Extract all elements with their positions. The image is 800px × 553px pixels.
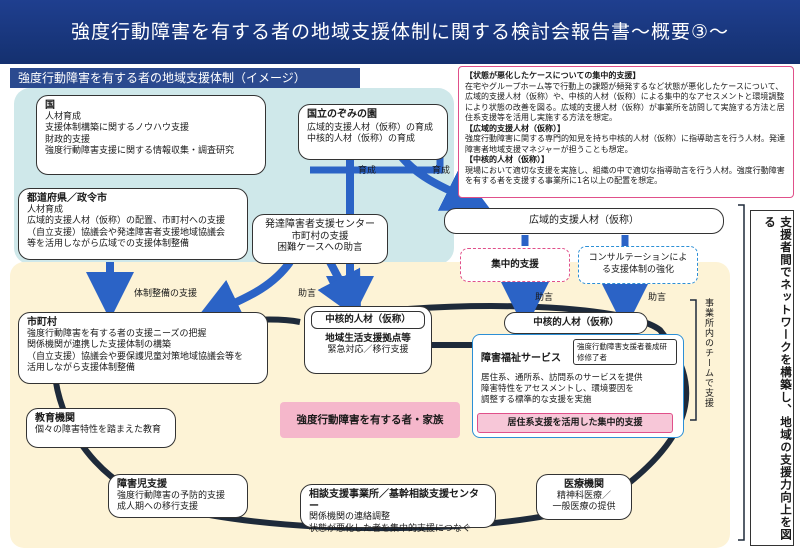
arrow-ddcenter-to-municipality	[193, 259, 294, 324]
education-line: 個々の障害特性を踏まえた教育	[35, 424, 162, 435]
info-heading: 【広域的支援人材（仮称）】	[465, 123, 565, 133]
intensive-label: 集中的支援	[491, 259, 539, 270]
medical-title: 医療機関	[564, 479, 604, 490]
municipality-line: （自立支援）協議会や要保護児童対策地域協議会等を	[27, 351, 244, 362]
welfare-box: 障害福祉サービス 強度行動障害支援者養成研修修了者 居住系、通所系、訪問系のサー…	[472, 334, 684, 438]
national-line: 人材育成	[45, 111, 82, 122]
municipality-line: 活用しながら支援体制整備	[27, 363, 136, 373]
info-heading: 【中核的人材（仮称）】	[465, 155, 549, 164]
jogen-label: 助言	[535, 293, 554, 303]
section-title: 強度行動障害を有する者の地域支援体制（イメージ）	[10, 68, 360, 88]
page-title: 強度行動障害を有する者の地域支援体制に関する検討会報告書～概要③～	[70, 21, 730, 43]
consultation-line: 状態が悪化した者を集中的支援につなぐ	[309, 523, 472, 534]
info-box: 【状態が悪化したケースについての集中的支援】 在宅やグループホーム等で行動上の課…	[458, 66, 794, 198]
dd-center-box: 発達障害者支援センター 市町村の支援 困難ケースへの助言	[252, 214, 388, 264]
core-center-label: 中核的人材（仮称）	[325, 314, 411, 325]
national-line: 強度行動障害支援に関する情報収集・調査研究	[45, 146, 235, 156]
child-title: 障害児支援	[117, 479, 167, 490]
info-paragraph: 強度行動障害に関する専門的知見を持ち中核的人材（仮称）に指導助言を行う人材。発達…	[465, 134, 785, 154]
team-label: 事業所内のチームで支援	[703, 298, 713, 408]
hub-group: 中核的人材（仮称） 地域生活支援拠点等 緊急対応／移行支援	[304, 306, 432, 374]
national-title: 国	[45, 100, 55, 111]
trainer-label: 強度行動障害支援者養成研修修了者	[577, 342, 667, 362]
prefecture-box: 都道府県／政令市 人材育成 広域的支援人材（仮称）の配置、市町村への支援 （自立…	[18, 188, 248, 260]
national-line: 支援体制構築に関するノウハウ支援	[45, 123, 190, 133]
team-bracket	[690, 299, 697, 421]
network-label-box	[750, 210, 794, 546]
taisei-label: 体制整備の支援	[134, 289, 198, 299]
wide-area-label: 広域的支援人材（仮称）	[529, 215, 639, 226]
municipality-title: 市町村	[27, 317, 57, 328]
ikusei-label: 育成	[358, 166, 377, 176]
welfare-lines: 居住系、通所系、訪問系のサービスを提供 障害特性をアセスメントし、環境要因を 調…	[481, 373, 643, 406]
core-center-box: 中核的人材（仮称）	[311, 311, 425, 329]
welfare-title: 障害福祉サービス	[481, 353, 561, 364]
ikusei-label: 育成	[432, 166, 451, 176]
consultation-title: 相談支援事業所／基幹相談支援センター	[309, 489, 479, 512]
nozomi-line: 広域的支援人材（仮称）の育成	[307, 122, 434, 133]
education-box: 教育機関 個々の障害特性を踏まえた教育	[26, 408, 176, 448]
intensive-box: 集中的支援	[460, 248, 570, 282]
municipality-line: 強度行動障害を有する者の支援ニーズの把握	[27, 328, 207, 339]
hub-line: 緊急対応／移行支援	[327, 344, 409, 355]
consultation-box: 相談支援事業所／基幹相談支援センター 関係機関の連絡調整 状態が悪化した者を集中…	[300, 484, 496, 534]
consultation-line: 関係機関の連絡調整	[309, 512, 391, 522]
info-paragraph: 在宅やグループホーム等で行動上の課題が頻発するなど状態が悪化したケースについて、…	[465, 81, 785, 123]
wide-area-box: 広域的支援人材（仮称）	[444, 208, 724, 234]
jogen-label: 助言	[298, 289, 317, 299]
nozomi-title: 国立のぞみの園	[307, 109, 377, 120]
header-bar	[0, 0, 800, 64]
welfare-line: 調整する標準的な支援を実施	[481, 395, 592, 405]
network-label: 支援者間でネットワークを構築し、地域の支援力向上を図る	[763, 216, 793, 541]
dd-center-line: 市町村の支援	[291, 230, 349, 242]
prefecture-line: （自立支援）協議会や発達障害者支援地域協議会	[27, 227, 226, 238]
child-line: 成人期への移行支援	[117, 502, 199, 512]
national-box: 国 人材育成 支援体制構築に関するノウハウ支援 財政的支援 強度行動障害支援に関…	[36, 95, 266, 175]
child-line: 強度行動障害の予防的支援	[117, 490, 226, 501]
education-title: 教育機関	[35, 413, 75, 424]
info-paragraph: 現場において適切な支援を実施し、組織の中で適切な指導助言を行う人材。強度行動障害…	[465, 165, 785, 186]
nozomi-line: 中核的人材（仮称）の育成	[307, 134, 416, 144]
welfare-line: 居住系、通所系、訪問系のサービスを提供	[481, 373, 643, 383]
prefecture-title: 都道府県／政令市	[27, 193, 107, 204]
municipality-line: 関係機関が連携した支援体制の構築	[27, 340, 172, 350]
network-bracket	[738, 204, 745, 541]
national-line: 財政的支援	[45, 134, 91, 145]
welfare-line: 障害特性をアセスメントし、環境要因を	[481, 384, 634, 394]
prefecture-line: 等を活用しながら広域での支援体制整備	[27, 239, 190, 249]
person-family-label: 強度行動障害を有する者・家族	[296, 414, 444, 426]
core-right-box: 中核的人材（仮称）	[504, 312, 648, 334]
child-support-box: 障害児支援 強度行動障害の予防的支援 成人期への移行支援	[108, 474, 248, 518]
dd-center-line: 困難ケースへの助言	[277, 242, 363, 253]
dd-center-title: 発達障害者支援センター	[265, 219, 375, 230]
medical-line: 精神科医療／	[556, 490, 611, 501]
municipality-box: 市町村 強度行動障害を有する者の支援ニーズの把握 関係機関が連携した支援体制の構…	[18, 312, 268, 384]
residential-label: 居住系支援を活用した集中的支援	[507, 418, 643, 428]
jogen-label: 助言	[648, 293, 667, 303]
hub-title: 地域生活支援拠点等	[325, 333, 411, 344]
person-family-box: 強度行動障害を有する者・家族	[280, 402, 460, 438]
medical-line: 一般医療の提供	[552, 502, 616, 512]
prefecture-line: 広域的支援人材（仮称）の配置、市町村への支援	[27, 216, 226, 226]
residential-box: 居住系支援を活用した集中的支援	[477, 413, 673, 433]
info-heading: 【状態が悪化したケースについての集中的支援】	[465, 71, 641, 80]
trainer-box: 強度行動障害支援者養成研修修了者	[573, 339, 677, 365]
consult-label: コンサルテーションによる支援体制の強化	[588, 253, 688, 275]
consult-box: コンサルテーションによる支援体制の強化	[578, 246, 698, 284]
arrow-ddcenter-to-core	[317, 260, 362, 322]
core-right-label: 中核的人材（仮称）	[533, 317, 619, 328]
medical-box: 医療機関 精神科医療／ 一般医療の提供	[536, 474, 632, 520]
prefecture-line: 人材育成	[27, 204, 64, 215]
nozomi-box: 国立のぞみの園 広域的支援人材（仮称）の育成 中核的人材（仮称）の育成	[298, 104, 448, 160]
